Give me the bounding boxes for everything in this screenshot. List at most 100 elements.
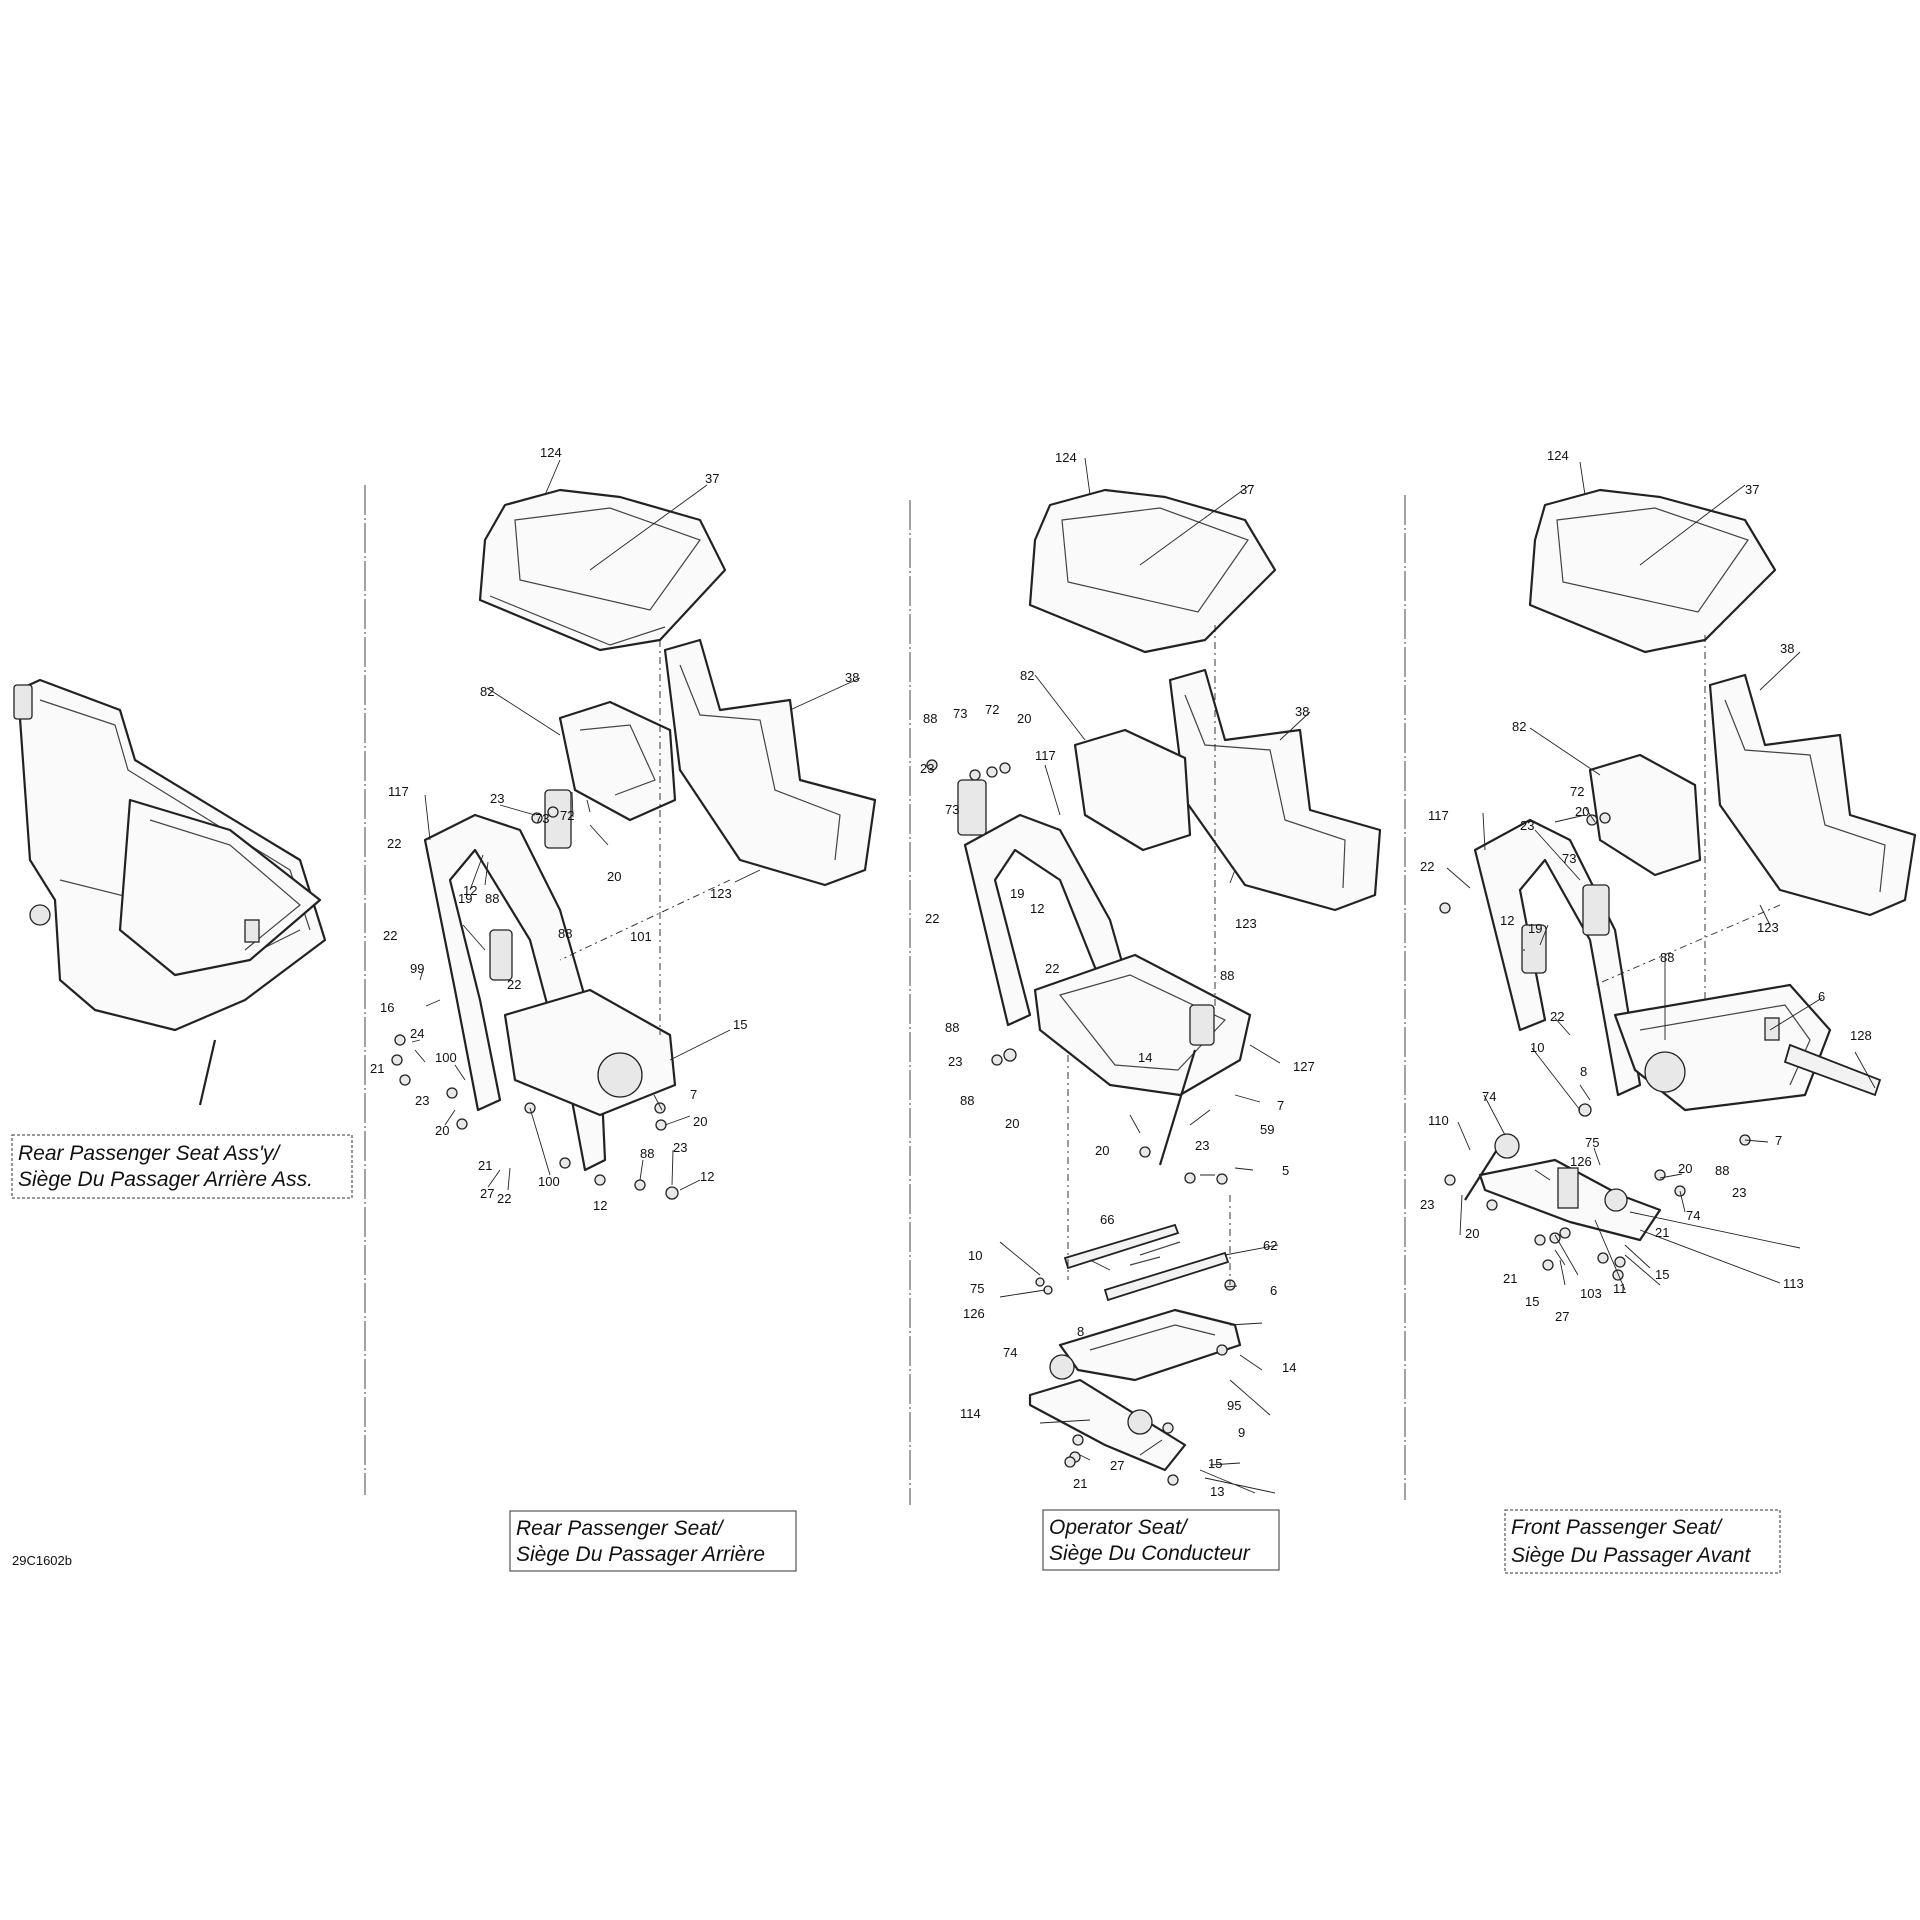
callout-number: 5 xyxy=(1282,1163,1289,1178)
callout-number: 37 xyxy=(705,471,719,486)
callout-number: 66 xyxy=(1100,1212,1114,1227)
rear-title-box: Rear Passenger Seat/ Siège Du Passager A… xyxy=(509,1510,797,1572)
assembly-title-line1: Rear Passenger Seat Ass'y/ xyxy=(18,1142,281,1165)
callout-number: 9 xyxy=(1238,1425,1245,1440)
callout-number: 72 xyxy=(985,702,999,717)
callout-number: 103 xyxy=(1580,1286,1602,1301)
callout-number: 21 xyxy=(370,1061,384,1076)
callout-number: 20 xyxy=(607,869,621,884)
operator-callouts: 124 37 82 38 88 73 72 20 117 23 73 19 22… xyxy=(920,450,1315,1499)
seat-cushion xyxy=(1028,488,1277,654)
callout-number: 37 xyxy=(1240,482,1254,497)
callout-number: 23 xyxy=(673,1140,687,1155)
panel-separators xyxy=(364,485,1406,1505)
callout-number: 113 xyxy=(1783,1276,1804,1291)
callout-number: 100 xyxy=(538,1174,560,1189)
lumbar-pad xyxy=(1073,728,1192,852)
callout-number: 15 xyxy=(1655,1267,1669,1282)
callout-number: 72 xyxy=(560,808,574,823)
callout-number: 123 xyxy=(1235,916,1257,931)
callout-number: 22 xyxy=(507,977,521,992)
callout-number: 22 xyxy=(387,836,401,851)
callout-number: 74 xyxy=(1003,1345,1017,1360)
callout-number: 12 xyxy=(700,1169,714,1184)
callout-number: 22 xyxy=(383,928,397,943)
seat-cushion xyxy=(1528,488,1777,654)
callout-number: 15 xyxy=(1525,1294,1539,1309)
callout-number: 8 xyxy=(1077,1324,1084,1339)
callout-number: 19 xyxy=(1528,921,1542,936)
callout-number: 100 xyxy=(435,1050,457,1065)
callout-number: 73 xyxy=(953,706,967,721)
callout-number: 12 xyxy=(463,883,477,898)
rear-title-line2: Siège Du Passager Arrière xyxy=(516,1543,765,1566)
seat-pan-frame xyxy=(1033,953,1252,1097)
callout-number: 73 xyxy=(1562,851,1576,866)
operator-title-box: Operator Seat/ Siège Du Conducteur xyxy=(1042,1509,1280,1571)
callout-number: 59 xyxy=(1260,1122,1274,1137)
callout-number: 75 xyxy=(1585,1135,1599,1150)
callout-number: 101 xyxy=(630,929,652,944)
callout-number: 22 xyxy=(925,911,939,926)
lumbar-pad xyxy=(1588,753,1702,877)
callout-number: 27 xyxy=(1110,1458,1124,1473)
callout-number: 123 xyxy=(710,886,732,901)
callout-number: 82 xyxy=(1020,668,1034,683)
callout-number: 117 xyxy=(1035,748,1056,763)
callout-number: 22 xyxy=(1045,961,1059,976)
callout-number: 21 xyxy=(1655,1225,1669,1240)
callout-number: 38 xyxy=(845,670,859,685)
callout-number: 13 xyxy=(1210,1484,1224,1499)
callout-number: 15 xyxy=(1208,1456,1222,1471)
callout-number: 8 xyxy=(1580,1064,1587,1079)
rear-seat-exploded-view xyxy=(391,459,877,1200)
callout-number: 38 xyxy=(1295,704,1309,719)
callout-number: 20 xyxy=(1678,1161,1692,1176)
callout-number: 27 xyxy=(1555,1309,1569,1324)
callout-number: 12 xyxy=(593,1198,607,1213)
backrest xyxy=(663,638,877,887)
front-title-line2: Siège Du Passager Avant xyxy=(1511,1544,1751,1567)
callout-number: 23 xyxy=(948,1054,962,1069)
front-title-box: Front Passenger Seat/ Siège Du Passager … xyxy=(1504,1509,1781,1574)
seat-base xyxy=(503,988,677,1117)
callout-number: 73 xyxy=(945,802,959,817)
callout-number: 22 xyxy=(1550,1009,1564,1024)
callout-number: 10 xyxy=(968,1248,982,1263)
callout-number: 22 xyxy=(1420,859,1434,874)
callout-number: 88 xyxy=(1715,1163,1729,1178)
callout-number: 19 xyxy=(458,891,472,906)
callout-number: 73 xyxy=(535,811,549,826)
callout-number: 37 xyxy=(1745,482,1759,497)
callout-number: 88 xyxy=(485,891,499,906)
callout-number: 72 xyxy=(1570,784,1584,799)
callout-number: 88 xyxy=(923,711,937,726)
callout-number: 124 xyxy=(1055,450,1077,465)
callout-number: 21 xyxy=(1503,1271,1517,1286)
callout-number: 126 xyxy=(1570,1154,1592,1169)
callout-number: 12 xyxy=(1500,913,1514,928)
callout-number: 24 xyxy=(410,1026,424,1041)
assembled-seat-illustration xyxy=(13,678,327,1106)
callout-number: 74 xyxy=(1482,1089,1496,1104)
operator-seat-exploded-view xyxy=(926,457,1382,1494)
callout-number: 20 xyxy=(1575,804,1589,819)
rear-title-line1: Rear Passenger Seat/ xyxy=(516,1517,725,1540)
callout-number: 124 xyxy=(1547,448,1569,463)
callout-number: 23 xyxy=(1732,1185,1746,1200)
callout-number: 20 xyxy=(1465,1226,1479,1241)
callout-number: 23 xyxy=(1420,1197,1434,1212)
callout-number: 20 xyxy=(693,1114,707,1129)
rear-hardware xyxy=(391,806,679,1200)
callout-number: 21 xyxy=(478,1158,492,1173)
callout-number: 88 xyxy=(1660,950,1674,965)
callout-number: 123 xyxy=(1757,920,1779,935)
callout-number: 110 xyxy=(1428,1113,1449,1128)
callout-number: 21 xyxy=(1073,1476,1087,1491)
callout-number: 95 xyxy=(1227,1398,1241,1413)
backrest xyxy=(1168,668,1382,912)
callout-number: 7 xyxy=(1277,1098,1284,1113)
callout-number: 88 xyxy=(1220,968,1234,983)
side-frame xyxy=(963,813,1132,1027)
